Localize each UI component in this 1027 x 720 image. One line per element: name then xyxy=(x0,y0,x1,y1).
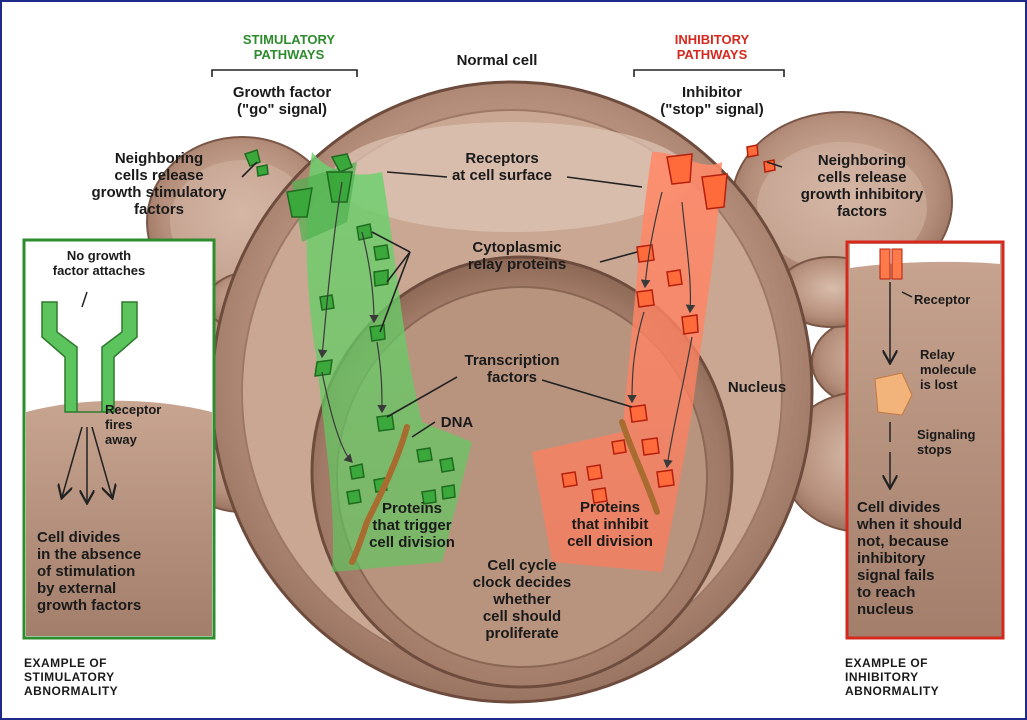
nucleus-label: Nucleus xyxy=(717,379,797,396)
inhibitory-pathways-header: INHIBITORY PATHWAYS xyxy=(647,32,777,62)
stimulatory-example-caption: EXAMPLE OF STIMULATORY ABNORMALITY xyxy=(24,656,174,698)
transcription-factors-label: Transcription factors xyxy=(442,352,582,386)
receptors-label: Receptors at cell surface xyxy=(417,150,587,184)
receptor-label: Receptor xyxy=(914,292,999,307)
stimulatory-pathways-header: STIMULATORY PATHWAYS xyxy=(224,32,354,62)
neighbor-cells-inhibitory-label: Neighboring cells release growth inhibit… xyxy=(772,152,952,220)
neighbor-cells-stimulatory-label: Neighboring cells release growth stimula… xyxy=(74,150,244,218)
growth-factor-label: Growth factor ("go" signal) xyxy=(202,84,362,118)
dna-label: DNA xyxy=(432,414,482,431)
inhibitory-example-caption: EXAMPLE OF INHIBITORY ABNORMALITY xyxy=(845,656,995,698)
receptor-fires-label: Receptor fires away xyxy=(105,402,195,447)
inhibitory-cell-divides-label: Cell divides when it should not, because… xyxy=(857,499,1002,618)
relay-proteins-label: Cytoplasmic relay proteins xyxy=(437,239,597,273)
no-growth-factor-label: No growth factor attaches xyxy=(34,248,164,278)
proteins-trigger-label: Proteins that trigger cell division xyxy=(347,500,477,551)
proteins-inhibit-label: Proteins that inhibit cell division xyxy=(550,499,670,550)
signaling-stops-label: Signaling stops xyxy=(917,427,1002,457)
relay-lost-label: Relay molecule is lost xyxy=(920,347,1000,392)
stimulatory-cell-divides-label: Cell divides in the absence of stimulati… xyxy=(37,529,207,614)
cell-cycle-label: Cell cycle clock decides whether cell sh… xyxy=(462,557,582,642)
inhibitor-label: Inhibitor ("stop" signal) xyxy=(632,84,792,118)
normal-cell-label: Normal cell xyxy=(432,52,562,69)
